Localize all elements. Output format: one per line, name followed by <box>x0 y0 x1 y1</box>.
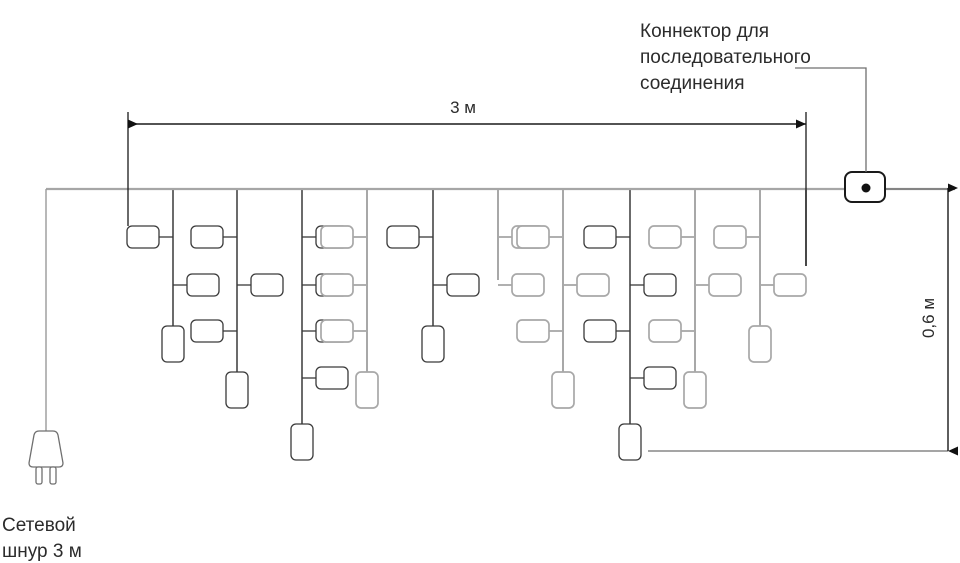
led-bulb <box>583 225 617 249</box>
led-bulb <box>648 225 682 249</box>
strand-1 <box>126 189 220 363</box>
width-dimension-label: 3 м <box>450 98 476 117</box>
led-bulb <box>713 225 747 249</box>
power-plug-group <box>28 189 64 485</box>
led-bulb <box>315 366 349 390</box>
led-bulb-vertical <box>618 423 642 461</box>
led-bulb-vertical <box>225 371 249 409</box>
led-bulb <box>643 273 677 297</box>
strand-10 <box>713 189 807 363</box>
series-connector-callout-text: Коннектор для последовательного соединения <box>640 21 811 94</box>
led-bulb-vertical <box>355 371 379 409</box>
strand-8 <box>583 189 677 461</box>
led-bulb-vertical <box>290 423 314 461</box>
connector-leader-line <box>795 67 867 172</box>
led-bulb <box>583 319 617 343</box>
strand-layer <box>126 189 807 461</box>
connector-group <box>844 171 886 203</box>
power-cord-callout-text: Сетевой шнур 3 м <box>2 515 82 562</box>
annotation-layer: 3 м 0,6 м Коннектор для последовательного со… <box>2 21 938 562</box>
led-bulb <box>708 273 742 297</box>
led-bulb <box>643 366 677 390</box>
strand-5 <box>386 189 480 363</box>
callout-line-3: соединения <box>640 73 745 94</box>
led-bulb <box>320 319 354 343</box>
led-bulb <box>126 225 160 249</box>
led-bulb <box>648 319 682 343</box>
callout-line-1: Сетевой <box>2 515 76 536</box>
led-bulb <box>190 225 224 249</box>
plug-prong-2 <box>49 466 57 485</box>
connector-contact-dot <box>861 183 871 193</box>
led-bulb-vertical <box>748 325 772 363</box>
height-dimension-label: 0,6 м <box>919 298 938 338</box>
strand-2 <box>190 189 284 409</box>
led-bulb <box>190 319 224 343</box>
led-bulb <box>186 273 220 297</box>
strand-9 <box>648 189 742 409</box>
led-bulb <box>516 319 550 343</box>
led-bulb <box>511 273 545 297</box>
strand-4 <box>320 189 379 409</box>
led-bulb-vertical <box>161 325 185 363</box>
strand-7 <box>516 189 610 409</box>
led-bulb <box>576 273 610 297</box>
callout-line-1: Коннектор для <box>640 21 769 42</box>
led-bulb <box>446 273 480 297</box>
led-bulb-vertical <box>421 325 445 363</box>
dimension-layer <box>127 112 958 456</box>
plug-prong-1 <box>35 466 43 485</box>
led-bulb-vertical <box>683 371 707 409</box>
plug-body <box>28 430 64 468</box>
callout-line-2: шнур 3 м <box>2 541 82 562</box>
led-bulb <box>386 225 420 249</box>
led-bulb <box>320 273 354 297</box>
led-bulb-vertical <box>551 371 575 409</box>
led-bulb <box>250 273 284 297</box>
led-bulb <box>320 225 354 249</box>
callout-line-2: последовательного <box>640 47 811 68</box>
led-bulb <box>516 225 550 249</box>
led-bulb <box>773 273 807 297</box>
